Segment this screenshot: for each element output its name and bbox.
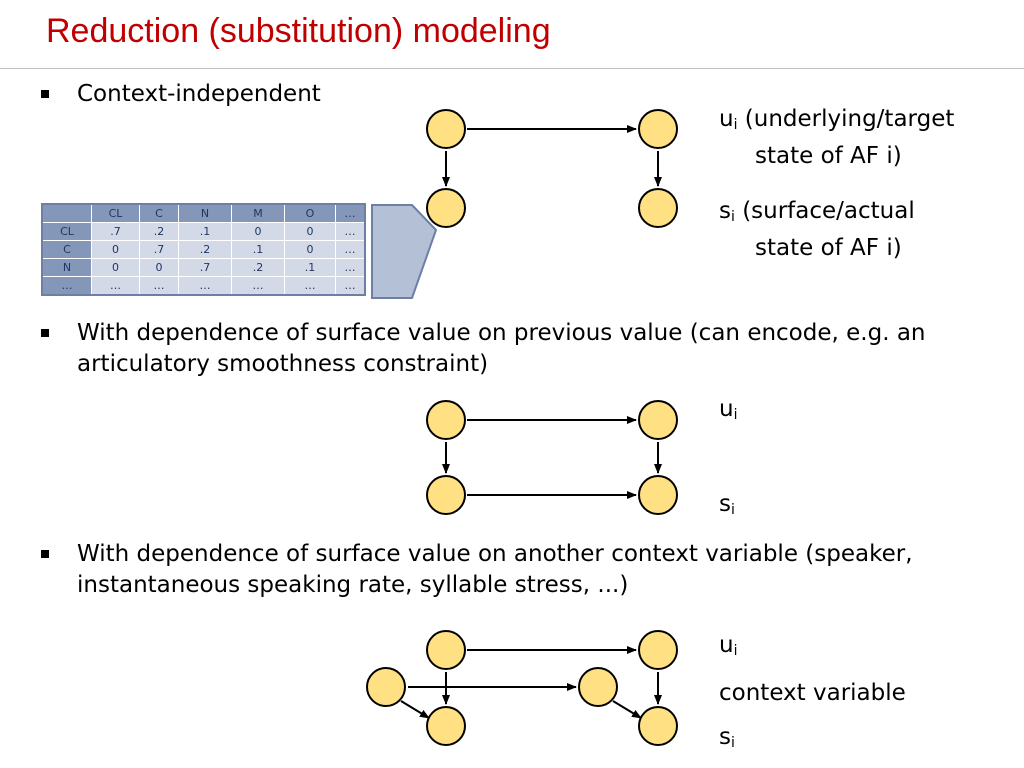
table-cell: … [91,276,140,296]
bullet-square-icon [41,550,49,558]
table-row: … … … … … … … [41,276,366,296]
table-cell: 0 [284,240,336,259]
table-header-cell: CL [91,203,140,223]
diagram-previous-value [426,400,678,515]
table-row: N 0 0 .7 .2 .1 … [41,258,366,277]
table-header-cell: … [335,203,366,223]
node-s-prev [426,706,466,746]
bullet-text: With dependence of surface value on anot… [77,541,913,598]
table-cell: .1 [231,240,285,259]
conditional-probability-table: CL C N M O … CL .7 .2 .1 0 0 … C 0 .7 .2… [41,203,366,296]
table-header-cell: M [231,203,285,223]
var-u: u [719,106,734,132]
var-subscript: i [733,117,738,133]
table-header-cell [41,203,92,223]
var-u: u [719,396,734,422]
table-row-header: C [41,240,92,259]
table-row-header: N [41,258,92,277]
bullet-text: Context-independent [77,81,321,107]
node-s-curr [638,188,678,228]
table-cell: .7 [178,258,232,277]
title-divider [0,68,1024,69]
node-u-prev [426,630,466,670]
table-cell: … [231,276,285,296]
table-callout-arrow [371,204,438,299]
node-s-prev [426,188,466,228]
node-u-curr [638,630,678,670]
table-header-cell: N [178,203,232,223]
table-cell: … [139,276,179,296]
label-u: ui [719,630,737,667]
table-cell: 0 [91,240,140,259]
label-underlying-state: ui (underlying/target state of AF i) [719,104,954,172]
table-cell: … [335,222,366,241]
label-surface-state: si (surface/actual state of AF i) [719,196,915,264]
table-cell: .1 [284,258,336,277]
var-subscript: i [730,209,735,225]
surface-desc-line1: (surface/actual [742,198,915,224]
var-subscript: i [730,735,735,751]
node-context-prev [366,667,406,707]
table-row: C 0 .7 .2 .1 0 … [41,240,366,259]
diagram-context-variable [366,630,678,746]
node-s-curr [638,475,678,515]
diagram-context-independent [426,109,678,228]
table-cell: … [284,276,336,296]
var-u: u [719,632,734,658]
node-s-prev [426,475,466,515]
node-u-prev [426,400,466,440]
underlying-desc-line1: (underlying/target [744,106,955,132]
var-s: s [719,491,731,517]
var-subscript: i [733,643,738,659]
table-cell: .7 [139,240,179,259]
table-cell: 0 [284,222,336,241]
table-header-cell: O [284,203,336,223]
table-row-header: … [41,276,92,296]
table-cell: .2 [178,240,232,259]
var-s: s [719,198,731,224]
table-row-header: CL [41,222,92,241]
table-cell: 0 [91,258,140,277]
label-context-variable: context variable [719,680,906,706]
table-cell: .2 [139,222,179,241]
bullet-context-variable: With dependence of surface value on anot… [41,539,991,601]
var-s: s [719,724,731,750]
node-context-curr [578,667,618,707]
table-header-cell: C [139,203,179,223]
bullet-text: With dependence of surface value on prev… [77,320,926,377]
bullet-square-icon [41,90,49,98]
label-s: si [719,489,735,526]
table-header-row: CL C N M O … [41,203,366,223]
var-subscript: i [730,502,735,518]
bullet-context-independent: Context-independent [41,79,401,110]
table-cell: … [178,276,232,296]
edge-c-s [612,700,642,719]
node-s-curr [638,706,678,746]
node-u-curr [638,109,678,149]
table-cell: … [335,276,366,296]
underlying-desc-line2: state of AF i) [755,143,902,169]
table-cell: … [335,240,366,259]
table-cell: 0 [231,222,285,241]
table-cell: 0 [139,258,179,277]
table-cell: … [335,258,366,277]
bullet-previous-value: With dependence of surface value on prev… [41,318,991,380]
label-u: ui [719,394,737,431]
table-cell: .7 [91,222,140,241]
node-u-curr [638,400,678,440]
var-subscript: i [733,407,738,423]
table-cell: .2 [231,258,285,277]
table-cell: .1 [178,222,232,241]
label-s: si [719,722,735,759]
slide-title: Reduction (substitution) modeling [46,12,551,50]
surface-desc-line2: state of AF i) [755,235,902,261]
edge-c-s [400,700,430,719]
table-row: CL .7 .2 .1 0 0 … [41,222,366,241]
node-u-prev [426,109,466,149]
bullet-square-icon [41,329,49,337]
